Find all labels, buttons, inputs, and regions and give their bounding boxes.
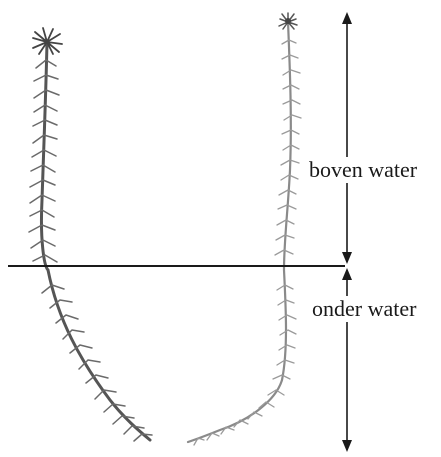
- above-water-double-arrow-icon: [342, 12, 352, 264]
- below-water-label: onder water: [310, 296, 418, 322]
- left-plant-leaves: [29, 60, 152, 441]
- left-plant-stem: [41, 42, 150, 440]
- above-water-label: boven water: [307, 157, 419, 183]
- right-plant-stem: [188, 22, 291, 442]
- left-moss-plant-icon: [29, 28, 152, 441]
- right-moss-plant-icon: [188, 13, 301, 445]
